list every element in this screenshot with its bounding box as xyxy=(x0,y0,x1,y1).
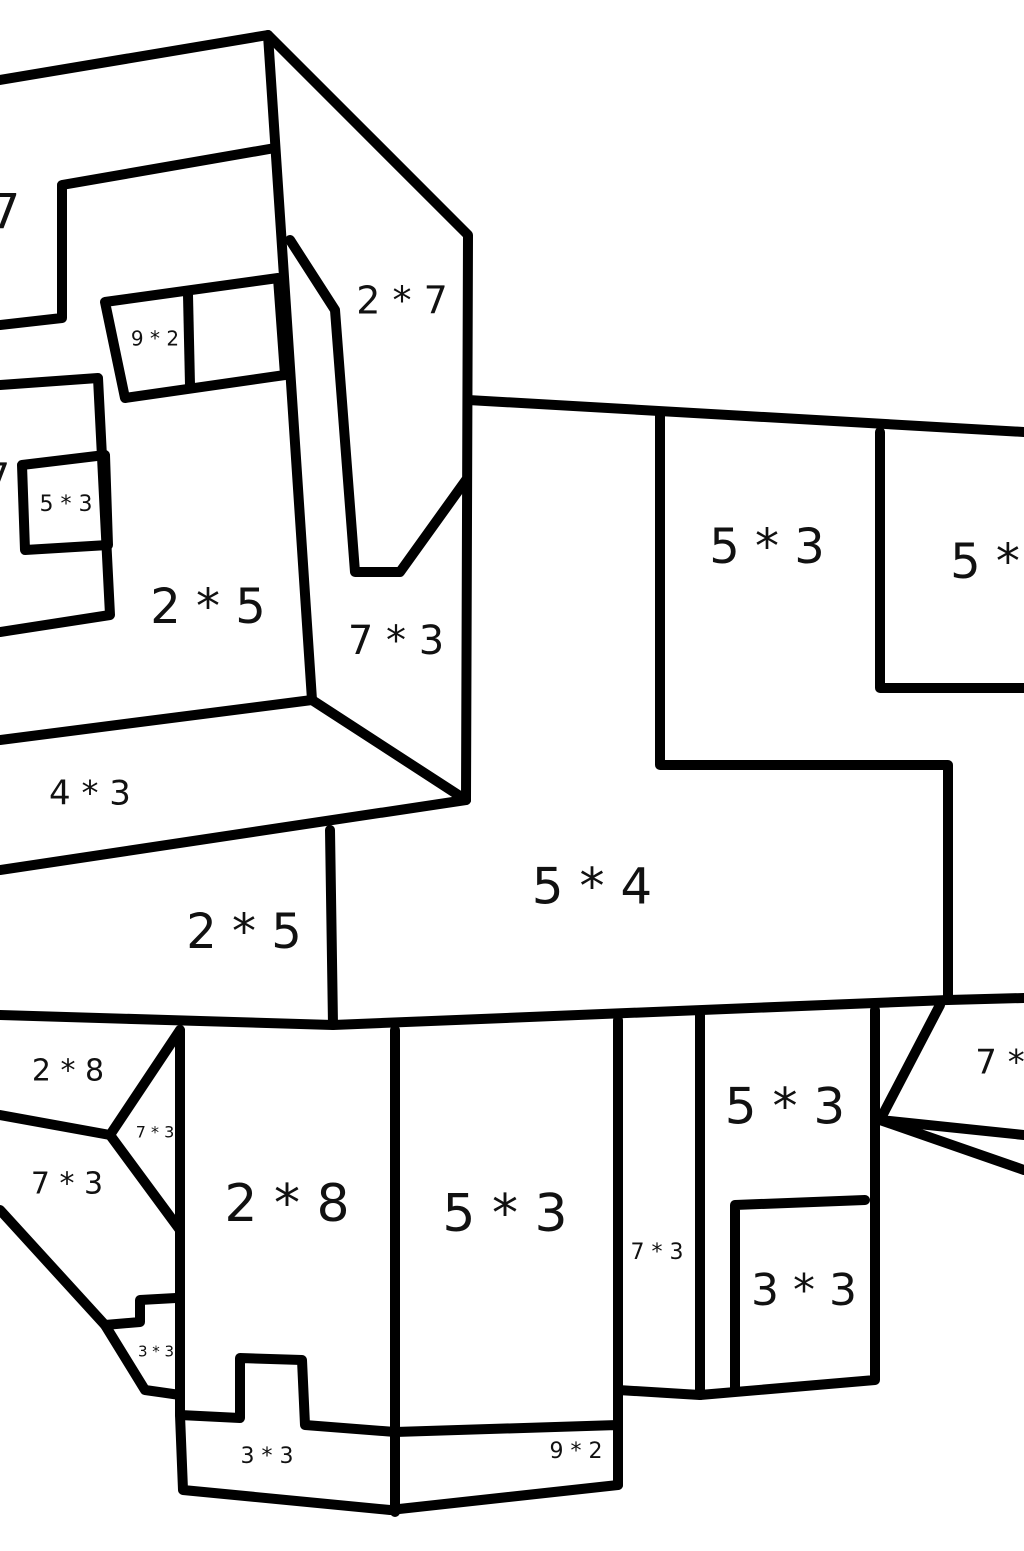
body-bottom-edge xyxy=(0,995,953,1030)
region-label: 3 * 3 xyxy=(241,1444,294,1469)
side-face-inner xyxy=(285,235,471,577)
leg-gap-bottom xyxy=(613,1385,705,1400)
region-label: 5 * 4 xyxy=(532,858,652,916)
region-label: 7 * 3 xyxy=(136,1123,175,1142)
region-label: 5 * 3 xyxy=(709,519,825,575)
region-label: 2 * 5 xyxy=(150,579,266,635)
body-patch-1 xyxy=(655,407,1024,1005)
region-label: 7 * 3 xyxy=(348,618,444,664)
head-inner-shape xyxy=(0,143,280,330)
region-label: 2 * 5 xyxy=(186,904,302,960)
region-label: 4 * 3 xyxy=(49,774,131,814)
region-label: 7 xyxy=(0,456,10,500)
left-leg-c xyxy=(0,1205,185,1400)
body-patch-2 xyxy=(875,427,1024,693)
region-label: 5 * 3 xyxy=(40,492,93,517)
region-label: 3 * 3 xyxy=(751,1265,857,1316)
region-label: 5 * 3 xyxy=(442,1184,567,1244)
region-label: 9 * 2 xyxy=(550,1439,603,1464)
chin-bottom-edge xyxy=(0,795,471,875)
eye-box xyxy=(100,273,290,403)
region-label: 2 * 8 xyxy=(32,1054,104,1089)
head-front-right-edge xyxy=(263,30,317,705)
front-hoof xyxy=(175,1410,623,1515)
back-leg xyxy=(695,1005,880,1400)
region-label: 2 * 8 xyxy=(224,1174,349,1234)
region-label: 7 * 3 xyxy=(631,1240,684,1265)
tail-b xyxy=(875,1115,1024,1175)
region-labels: 7 9 * 2 2 * 7 7 5 * 3 2 * 5 7 * 3 4 * 3 … xyxy=(0,184,1024,1469)
region-label: 7 xyxy=(0,184,20,240)
region-label: 5 * xyxy=(950,534,1020,590)
eye-divider xyxy=(183,290,195,390)
outline-drawing xyxy=(0,30,1024,1517)
head-top-edge xyxy=(0,30,473,805)
body-top-edge xyxy=(463,395,1024,437)
region-label: 5 * 3 xyxy=(725,1078,845,1136)
front-leg xyxy=(175,1025,400,1437)
region-label: 9 * 2 xyxy=(131,327,179,351)
left-leg-step xyxy=(100,1293,181,1330)
nose-box xyxy=(17,450,113,555)
head-bottom-edge xyxy=(0,695,471,805)
back-hoof-box xyxy=(730,1195,870,1395)
region-label: 7 * 3 xyxy=(31,1167,103,1202)
left-leg-b xyxy=(105,1130,185,1235)
neck-divider xyxy=(325,825,338,1030)
region-label: 2 * 7 xyxy=(356,279,448,323)
region-label: 7 * xyxy=(975,1043,1024,1083)
region-label: 3 * 3 xyxy=(138,1343,174,1361)
